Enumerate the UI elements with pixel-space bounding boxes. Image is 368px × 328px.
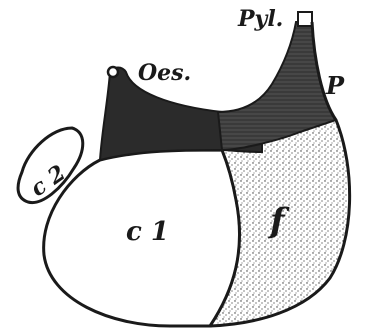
pylorus-tube xyxy=(298,12,312,26)
label-pyloric-region: P xyxy=(325,71,345,100)
label-chamber-c1: c 1 xyxy=(126,217,169,247)
oesophagus-opening xyxy=(108,67,118,77)
label-oesophagus: Oes. xyxy=(138,60,191,86)
label-pylorus: Pyl. xyxy=(237,6,283,32)
